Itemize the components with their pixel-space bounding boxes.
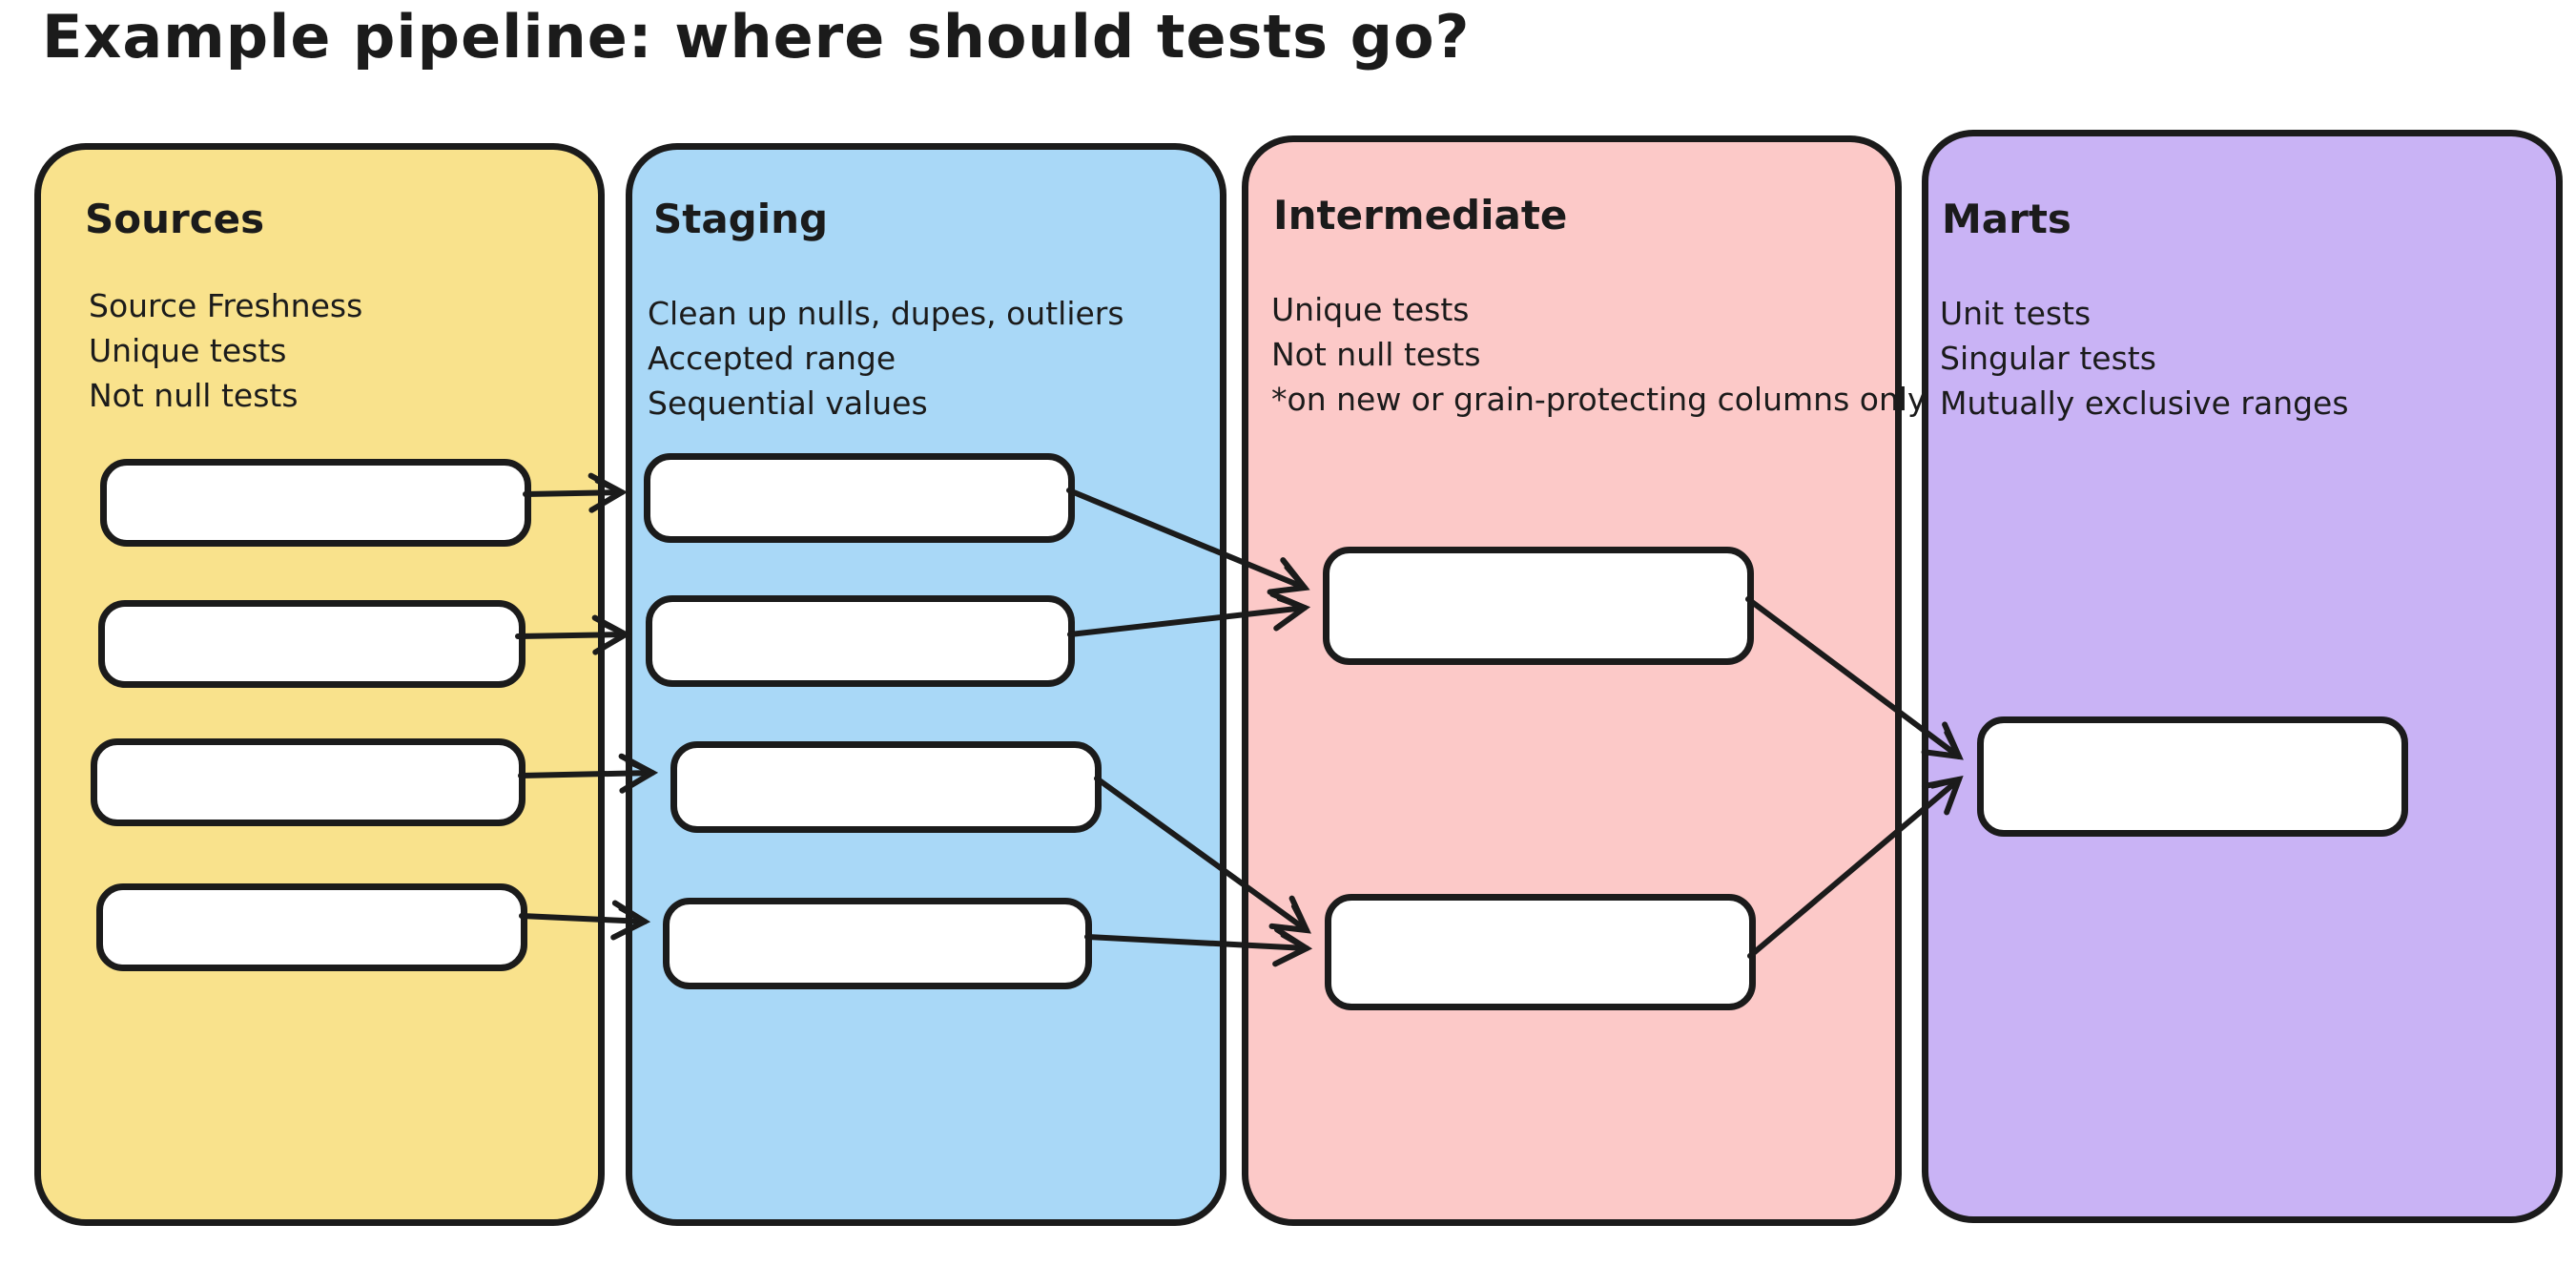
- column-staging: Staging Clean up nulls, dupes, outliers …: [626, 143, 1226, 1226]
- sources-node-3: [91, 738, 526, 826]
- page-title: Example pipeline: where should tests go?: [42, 2, 1471, 72]
- note-line: Unique tests: [1271, 291, 1470, 328]
- note-line: Unit tests: [1940, 295, 2092, 332]
- intermediate-node-1: [1323, 547, 1754, 665]
- note-line: Unique tests: [89, 332, 287, 369]
- column-staging-title: Staging: [653, 196, 829, 242]
- column-sources: Sources Source Freshness Unique tests No…: [34, 143, 605, 1226]
- marts-node-1: [1977, 716, 2408, 837]
- column-marts-notes: Unit tests Singular tests Mutually exclu…: [1940, 291, 2349, 425]
- note-line: Mutually exclusive ranges: [1940, 384, 2349, 422]
- note-line: Clean up nulls, dupes, outliers: [648, 295, 1124, 332]
- sources-node-4: [96, 883, 527, 971]
- staging-node-4: [663, 898, 1092, 989]
- note-line: Singular tests: [1940, 340, 2156, 377]
- sources-node-1: [100, 459, 531, 547]
- column-sources-notes: Source Freshness Unique tests Not null t…: [89, 283, 362, 418]
- sources-node-2: [98, 600, 526, 688]
- note-line: Sequential values: [648, 384, 928, 422]
- column-staging-notes: Clean up nulls, dupes, outliers Accepted…: [648, 291, 1124, 425]
- column-sources-title: Sources: [85, 196, 265, 242]
- note-line: Not null tests: [89, 377, 299, 414]
- column-intermediate-title: Intermediate: [1273, 192, 1568, 239]
- note-line: *on new or grain-protecting columns only: [1271, 381, 1927, 418]
- note-line: Not null tests: [1271, 336, 1481, 373]
- column-intermediate: Intermediate Unique tests Not null tests…: [1242, 135, 1927, 1226]
- staging-node-1: [644, 453, 1075, 543]
- column-marts: Marts Unit tests Singular tests Mutually…: [1922, 130, 2563, 1223]
- staging-node-2: [646, 595, 1075, 687]
- column-marts-title: Marts: [1942, 196, 2071, 242]
- staging-node-3: [670, 741, 1102, 833]
- note-line: Accepted range: [648, 340, 896, 377]
- note-line: Source Freshness: [89, 287, 363, 324]
- intermediate-node-2: [1325, 894, 1756, 1010]
- column-intermediate-notes: Unique tests Not null tests *on new or g…: [1271, 287, 1927, 422]
